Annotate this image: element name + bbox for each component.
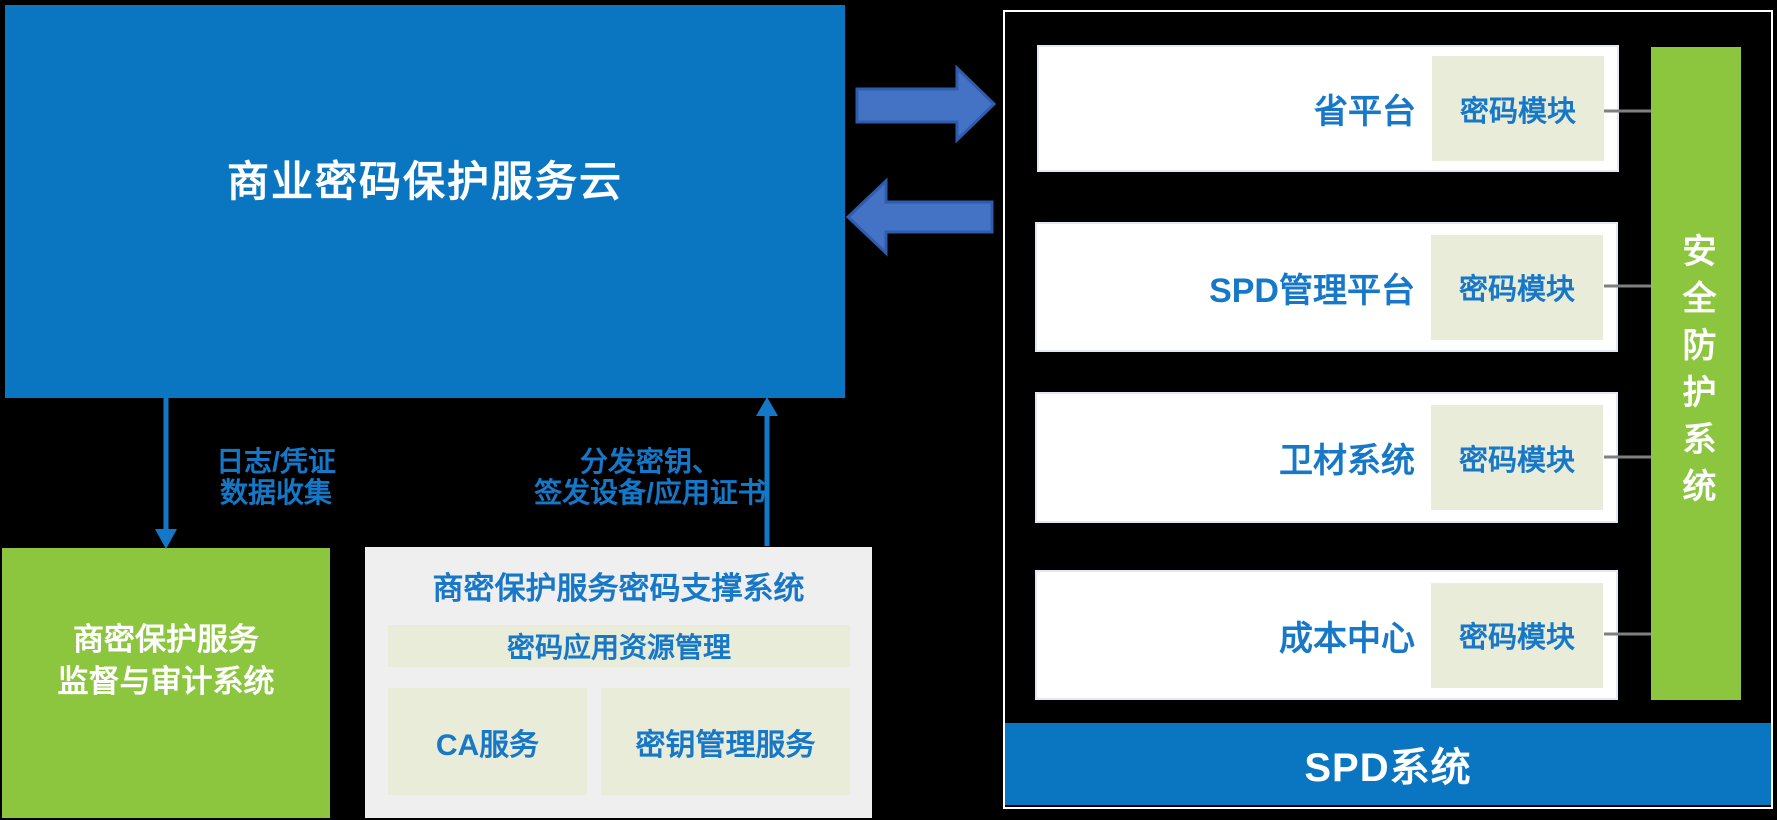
platform-row-province: 省平台 密码模块: [1037, 45, 1619, 172]
crypto-module-box: 密码模块: [1432, 56, 1604, 161]
log-collection-line2: 数据收集: [219, 477, 332, 508]
security-protection-label: 安全防护系统: [1677, 232, 1715, 515]
platform-row-label: SPD管理平台: [1209, 271, 1415, 310]
platform-row-cost-center: 成本中心 密码模块: [1035, 570, 1618, 700]
platform-row-spd-management: SPD管理平台 密码模块: [1035, 222, 1618, 352]
down-arrow-head-icon: [155, 529, 177, 549]
support-system-box: 商密保护服务密码支撑系统 密码应用资源管理 CA服务 密钥管理服务: [365, 547, 872, 818]
audit-system-box: 商密保护服务 监督与审计系统: [2, 548, 330, 818]
audit-system-label-line2: 监督与审计系统: [57, 664, 275, 699]
crypto-module-box: 密码模块: [1431, 234, 1603, 340]
crypto-module-box: 密码模块: [1431, 405, 1603, 510]
arrow-left-icon: [845, 177, 994, 257]
platform-row-label: 卫材系统: [1279, 442, 1415, 480]
key-distribution-label: 分发密钥、 签发设备/应用证书: [495, 446, 805, 508]
security-protection-bar: 安全防护系统: [1651, 47, 1741, 700]
ca-service-box: CA服务: [388, 688, 587, 795]
crypto-module-box: 密码模块: [1431, 582, 1603, 688]
up-arrow-head-icon: [756, 397, 778, 416]
platform-row-label: 省平台: [1314, 93, 1416, 131]
spd-system-footer-label: SPD系统: [1304, 746, 1472, 790]
arrow-right-icon: [855, 64, 997, 144]
resource-management-box: 密码应用资源管理: [388, 625, 850, 667]
platform-row-label: 成本中心: [1279, 619, 1415, 658]
support-system-title: 商密保护服务密码支撑系统: [432, 571, 805, 606]
platform-row-medical-materials: 卫材系统 密码模块: [1035, 392, 1618, 523]
key-management-service-box: 密钥管理服务: [601, 688, 850, 795]
audit-system-label-line1: 商密保护服务: [73, 622, 259, 657]
log-collection-line1: 日志/凭证: [216, 446, 336, 477]
spd-system-footer: SPD系统: [1005, 723, 1771, 805]
key-distribution-line2: 签发设备/应用证书: [534, 477, 766, 508]
spd-system-frame: 省平台 密码模块 SPD管理平台 密码模块 卫材系统 密码模块 成本中心 密码模…: [1003, 10, 1773, 809]
log-collection-label: 日志/凭证 数据收集: [156, 446, 396, 508]
cloud-service-label: 商业密码保护服务云: [226, 158, 623, 205]
cloud-service-box: 商业密码保护服务云: [5, 5, 845, 398]
key-distribution-line1: 分发密钥、: [579, 446, 720, 477]
